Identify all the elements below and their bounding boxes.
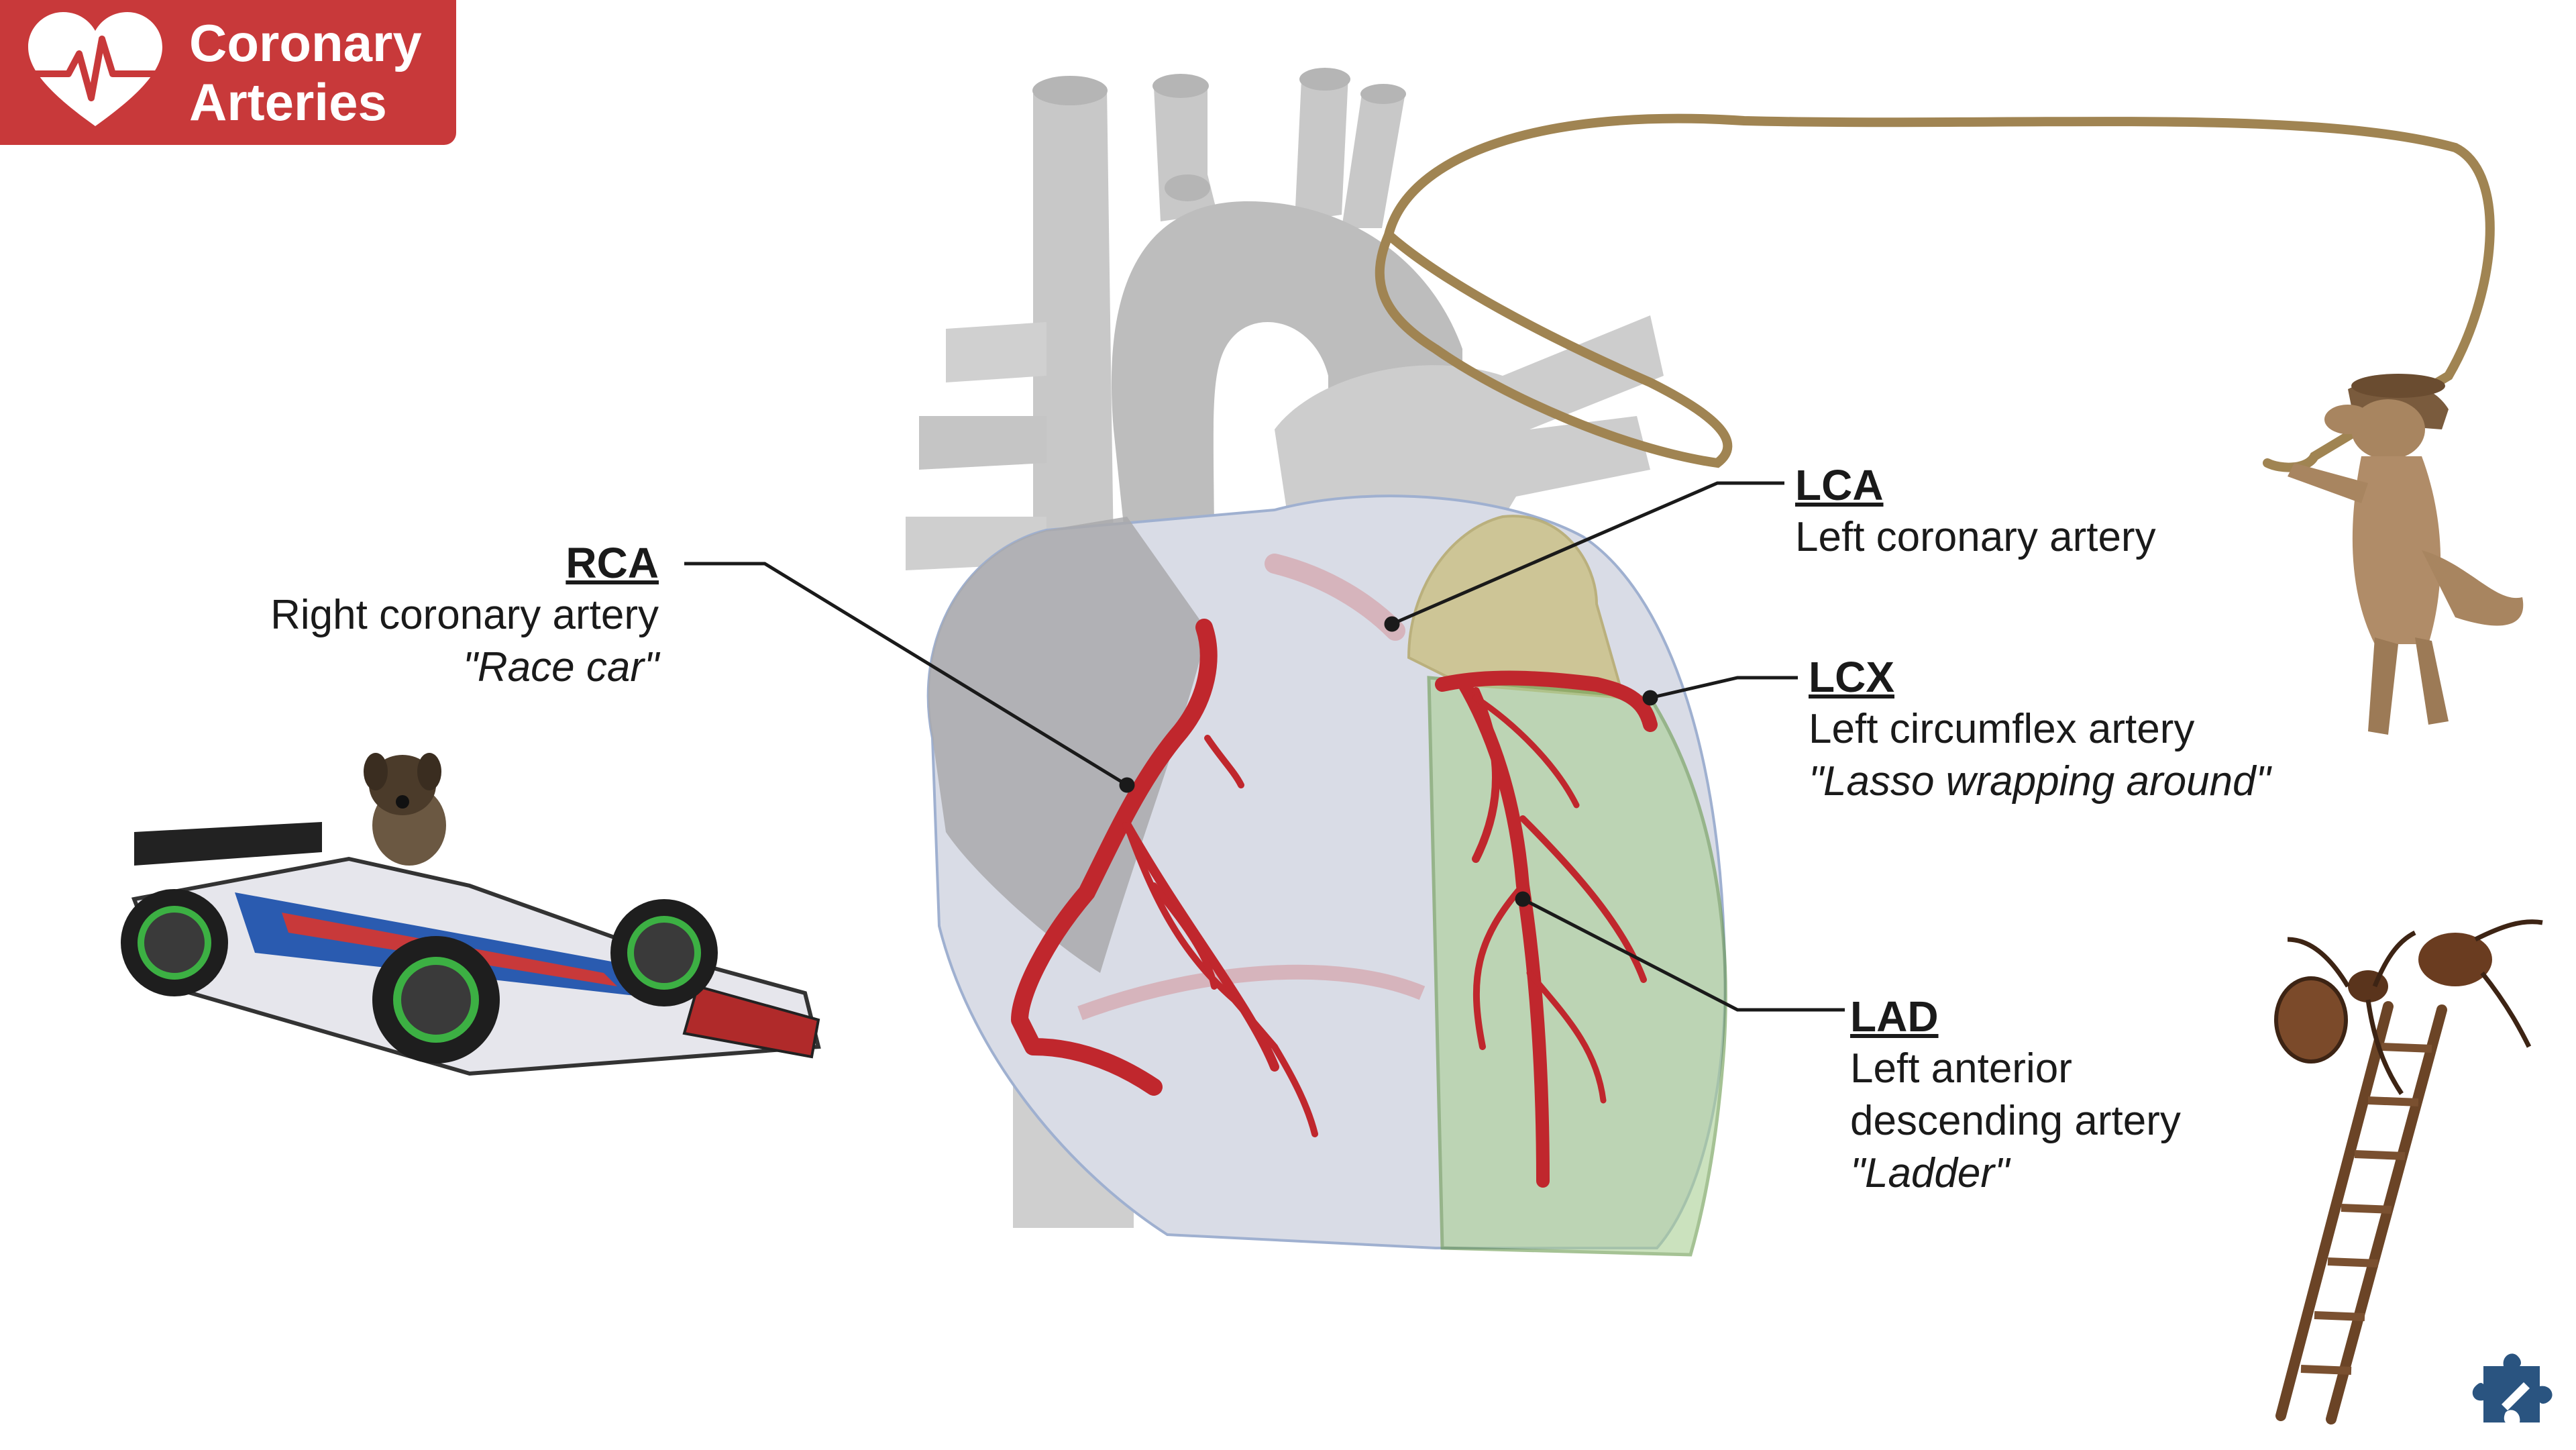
lcx-full-name: Left circumflex artery: [1809, 706, 2195, 752]
race-car-dog-illustration: [121, 753, 821, 1076]
lad-label: LAD Left anterior descending artery "Lad…: [1850, 990, 2181, 1200]
rca-vessel: [1011, 619, 1218, 1096]
lad-mnemonic: "Ladder": [1850, 1150, 2010, 1196]
lad-abbr: LAD: [1850, 992, 1939, 1041]
rca-full-name: Right coronary artery: [270, 592, 659, 638]
lca-abbr: LCA: [1795, 461, 1884, 509]
title-badge: Coronary Arteries: [0, 0, 456, 145]
page-title: Coronary Arteries: [189, 13, 422, 132]
heart-pulse-icon: [28, 12, 162, 126]
puzzle-logo-icon: [2472, 1353, 2553, 1422]
coronary-arteries: [1011, 619, 1658, 1188]
lcx-vessel: [1435, 670, 1658, 732]
lad-full-name-line-2: descending artery: [1850, 1098, 2181, 1144]
rca-abbr: RCA: [566, 539, 659, 587]
lcx-mnemonic: "Lasso wrapping around": [1809, 758, 2271, 805]
cowboy-dog-illustration: [2288, 374, 2524, 735]
rca-label: RCA Right coronary artery "Race car": [270, 537, 659, 694]
lcx-abbr: LCX: [1809, 653, 1894, 701]
lad-full-name-line-1: Left anterior: [1850, 1045, 2072, 1092]
title-line-2: Arteries: [189, 72, 387, 132]
lca-label: LCA Left coronary artery: [1795, 459, 2156, 564]
lcx-label: LCX Left circumflex artery "Lasso wrappi…: [1809, 651, 2271, 808]
lasso-rope: [1375, 113, 2495, 472]
rca-mnemonic: "Race car": [462, 644, 659, 690]
leader-lines: [684, 481, 1845, 1012]
great-vessels: [906, 68, 1664, 1228]
ant-ladder-illustration: [2274, 919, 2543, 1425]
lca-full-name: Left coronary artery: [1795, 514, 2156, 560]
title-line-1: Coronary: [189, 13, 422, 72]
